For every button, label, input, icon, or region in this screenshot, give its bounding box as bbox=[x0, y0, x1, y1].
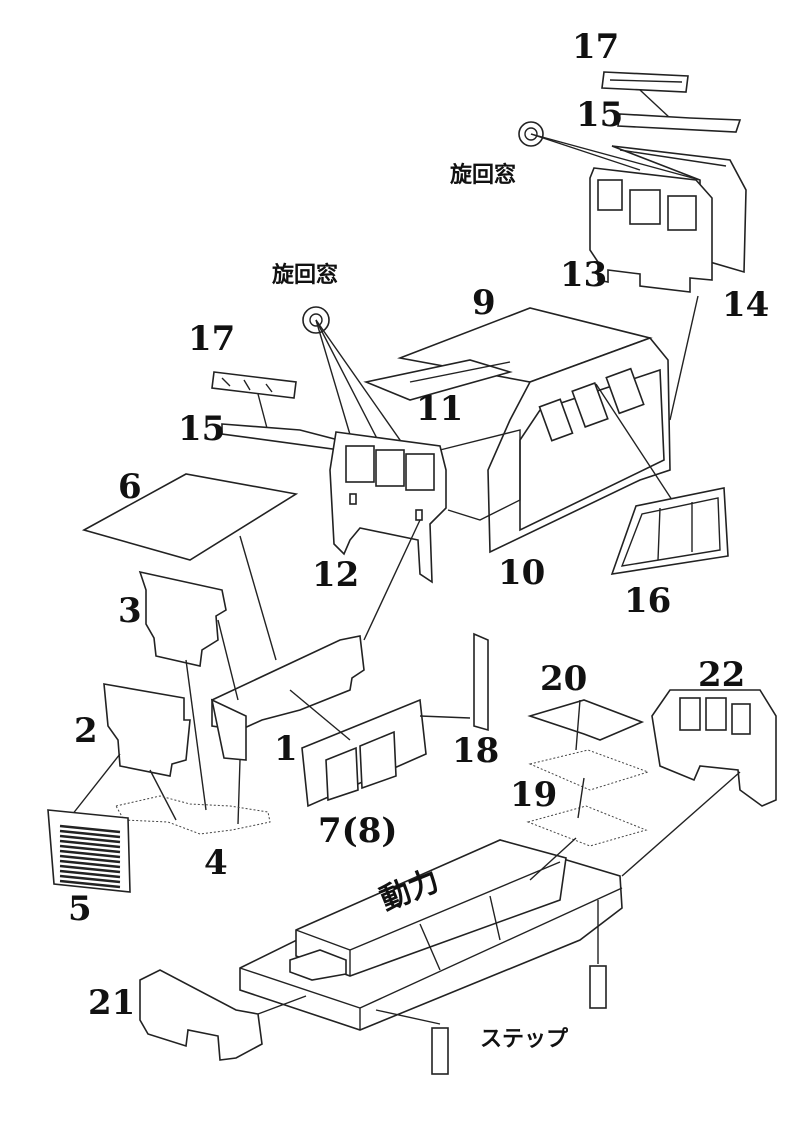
label-step: ステップ bbox=[480, 1026, 569, 1052]
grille-slat bbox=[59, 879, 121, 889]
part-15-left bbox=[221, 423, 348, 451]
part-6 bbox=[81, 473, 299, 561]
part-13 bbox=[589, 167, 713, 293]
part-4 bbox=[115, 795, 271, 835]
grille-slat bbox=[59, 849, 121, 859]
grille-slat bbox=[59, 854, 121, 864]
grille-slat bbox=[59, 829, 121, 839]
label-19: 19 bbox=[510, 775, 558, 815]
label-12: 12 bbox=[312, 555, 360, 595]
part-17-left bbox=[211, 371, 297, 399]
label-22: 22 bbox=[698, 655, 746, 695]
swivel-window-icon-left bbox=[302, 306, 415, 461]
label-17-top: 17 bbox=[572, 27, 620, 67]
part-22 bbox=[651, 689, 777, 807]
part-17-top bbox=[601, 71, 689, 93]
part-21 bbox=[139, 969, 263, 1061]
part-3 bbox=[138, 570, 227, 667]
label-14: 14 bbox=[722, 285, 770, 325]
label-6: 6 bbox=[118, 467, 142, 507]
label-15-left: 15 bbox=[178, 409, 226, 449]
step-ladders bbox=[375, 900, 607, 1075]
label-20: 20 bbox=[540, 659, 588, 699]
grille-slat bbox=[59, 864, 121, 874]
label-4: 4 bbox=[204, 843, 228, 883]
part-16 bbox=[610, 487, 729, 575]
part-9-roof bbox=[363, 307, 653, 401]
part-15-top bbox=[617, 113, 742, 133]
grille-slat bbox=[59, 874, 121, 884]
label-18: 18 bbox=[452, 731, 500, 771]
label-7-8: 7(8) bbox=[318, 811, 398, 851]
label-3: 3 bbox=[118, 591, 142, 631]
grille-slat bbox=[59, 859, 121, 869]
part-5 bbox=[47, 809, 131, 893]
part-12 bbox=[329, 431, 447, 584]
part-11 bbox=[409, 361, 511, 383]
power-unit bbox=[295, 839, 567, 977]
label-10: 10 bbox=[498, 553, 546, 593]
grille-slat bbox=[59, 824, 121, 834]
label-17-left: 17 bbox=[188, 319, 236, 359]
label-2: 2 bbox=[74, 711, 98, 751]
grille-slat bbox=[59, 834, 121, 844]
part-10-body bbox=[439, 337, 671, 554]
part-18 bbox=[419, 632, 489, 732]
chassis bbox=[239, 839, 623, 1031]
part-20 bbox=[527, 699, 645, 741]
swivel-window-icon-top bbox=[518, 121, 701, 181]
label-5: 5 bbox=[68, 889, 92, 929]
label-swivel-window-top: 旋回窓 bbox=[450, 162, 517, 188]
label-21: 21 bbox=[88, 983, 136, 1023]
part-7-8 bbox=[301, 698, 427, 808]
grille-slat bbox=[59, 839, 121, 849]
grille-slat bbox=[59, 844, 121, 854]
label-15-top: 15 bbox=[576, 95, 624, 135]
grille-slat bbox=[59, 869, 121, 879]
label-swivel-window-left: 旋回窓 bbox=[272, 262, 339, 288]
label-13: 13 bbox=[560, 255, 608, 295]
label-11: 11 bbox=[416, 389, 464, 429]
label-16: 16 bbox=[624, 581, 672, 621]
label-1: 1 bbox=[274, 729, 298, 769]
part-19 bbox=[526, 699, 650, 847]
part-2 bbox=[103, 683, 191, 777]
label-9: 9 bbox=[472, 283, 496, 323]
